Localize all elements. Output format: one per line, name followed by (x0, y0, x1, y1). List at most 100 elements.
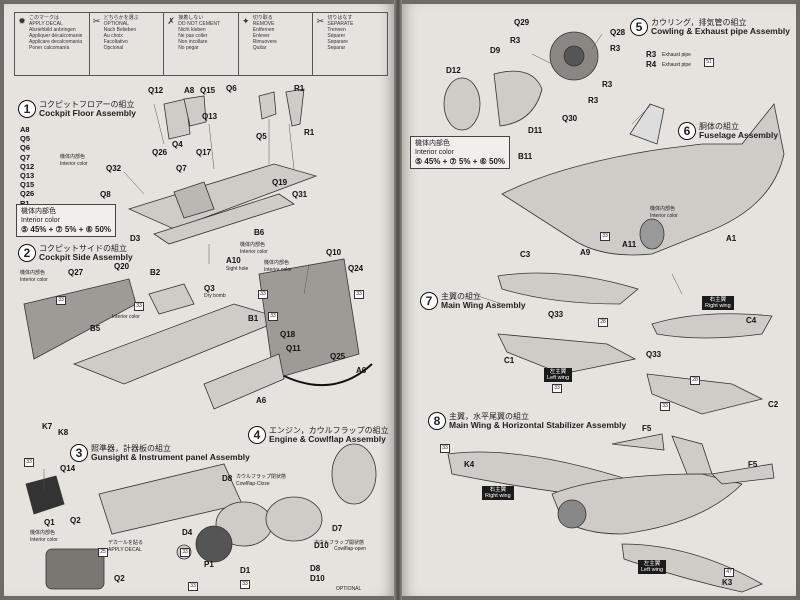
part-label: A9 (580, 248, 591, 257)
step4-header: 4 エンジン，カウルフラップの組立 Engine & Cowlflap Asse… (248, 426, 389, 444)
part-list-item: Q15 (20, 180, 35, 190)
part-label: F5 (748, 460, 758, 469)
part-label: Q15 (200, 86, 216, 95)
legend-optional: ✂ どちらかを選ぶ OPTIONAL Nach Belieben Au choi… (90, 13, 165, 75)
part-label: D7 (332, 524, 343, 533)
left-page: ✹ このマークは APPLY DECAL Abziehbild anbringe… (4, 4, 394, 596)
step-title-jp: コクピットサイドの組立 (39, 244, 127, 253)
paint-ref-28: 28 (690, 376, 700, 385)
paint-jp-note: 機体内部色 (650, 206, 676, 212)
part-label: D3 (130, 234, 141, 243)
part-label: D10 (310, 574, 325, 583)
step-title-jp: 主翼，水平尾翼の組立 (449, 412, 529, 421)
wing-C3 (497, 272, 639, 305)
part-label: D10 (314, 541, 329, 550)
paint-mix: ⑤ 45% + ⑦ 5% + ⑥ 50% (415, 157, 506, 166)
part-list-step1: A8 Q5 Q6 Q7 Q12 Q13 Q15 Q26 R1 (20, 125, 34, 208)
step-title-jp: エンジン，カウルフラップの組立 (269, 426, 389, 435)
step-title-en: Main Wing & Horizontal Stabilizer Assemb… (449, 420, 627, 430)
engine-part (331, 443, 377, 505)
legend-line: Ne pas coller (178, 33, 208, 39)
step7-header: 7 主翼の組立 Main Wing Assembly (420, 292, 526, 310)
part-label: D11 (528, 126, 543, 135)
legend-line: OPTIONAL (103, 21, 129, 27)
legend-line: REMOVE (252, 21, 275, 27)
tag-jp: 左主翼 (549, 369, 567, 375)
part-label: R3 (646, 50, 657, 59)
step2-header: 2 コクピットサイドの組立 Cockpit Side Assembly (18, 244, 133, 262)
left-wing-tag-step8: 左主翼 Left wing (638, 560, 667, 574)
symbol-legend: ✹ このマークは APPLY DECAL Abziehbild anbringe… (14, 12, 388, 76)
part-label: A6 (356, 366, 367, 375)
cockpit-floor-part (127, 163, 318, 230)
step-number: 7 (420, 292, 438, 310)
legend-line: このマークは (29, 15, 60, 21)
paint-jp-note: 機体内部色 (264, 260, 290, 266)
paint-en-note: Interior color (264, 267, 292, 273)
part-label: A8 (184, 86, 195, 95)
part-label: Q1 (44, 518, 55, 527)
exhaust-note: Exhaust pipe (662, 62, 691, 68)
part-label: R3 (510, 36, 521, 45)
paint-ref-33: 33 (552, 384, 562, 393)
paint-ref-33: 33 (56, 296, 66, 305)
part-list-item: Q6 (20, 143, 31, 153)
step1-header: 1 コクピットフロアーの組立 Cockpit Floor Assembly (18, 100, 136, 118)
part-label: R3 (588, 96, 599, 105)
fuselage-assembled (551, 473, 743, 535)
step-title-en: Main Wing Assembly (441, 300, 526, 310)
part-label: Q5 (256, 132, 267, 141)
instrument-panel (45, 548, 105, 590)
right-wing-tag-step8: 右主翼 Right wing (482, 486, 514, 500)
step-title-en: Cockpit Side Assembly (39, 252, 133, 262)
paint-ref-33: 33 (440, 444, 450, 453)
part-label: B5 (90, 324, 101, 333)
legend-line: どちらかを選ぶ (103, 15, 139, 21)
part-label: Q33 (646, 350, 662, 359)
step-title-en: Cowling & Exhaust pipe Assembly (651, 26, 791, 36)
step8-header: 8 主翼，水平尾翼の組立 Main Wing & Horizontal Stab… (428, 412, 626, 430)
part-label: Q25 (330, 352, 346, 361)
part-label: Q18 (280, 330, 296, 339)
step-number: 5 (630, 18, 648, 36)
part-label: Q32 (106, 164, 122, 173)
legend-line: Separar (327, 45, 346, 51)
tag-en: Left wing (641, 567, 664, 573)
tag-en: Right wing (485, 493, 511, 499)
paint-jp-note: 機体内部色 (60, 154, 86, 160)
paint-en-note: Interior color (30, 537, 58, 543)
tag-jp: 右主翼 (489, 487, 507, 493)
paint-en: Interior color (415, 149, 454, 156)
tag-jp: 左主翼 (643, 561, 661, 567)
part-list-item: Q13 (20, 171, 35, 181)
legend-line: Trennen (327, 27, 346, 33)
legend-line: Applicare decalcomania (29, 39, 83, 45)
part-label: K4 (464, 460, 475, 469)
assembly-arrow (283, 363, 373, 387)
paint-en-note: Interior color (112, 314, 140, 320)
part-list-item: Q5 (20, 134, 31, 144)
paint-ref-33: 33 (188, 582, 198, 591)
step-title-jp: 主翼の組立 (441, 292, 481, 301)
dry-bomb-note: Dry bomb (204, 293, 226, 299)
part-label: D9 (490, 46, 501, 55)
part-label: B6 (254, 228, 265, 237)
part-label: D1 (240, 566, 251, 575)
decal-jp-note: デカールを貼る (108, 540, 144, 546)
paint-jp-note: 機体内部色 (30, 530, 56, 536)
paint-ref-51: 51 (704, 58, 714, 67)
paint-jp: 機体内部色 (415, 140, 450, 147)
stabilizer-F5 (611, 433, 665, 451)
part-label: A6 (256, 396, 267, 405)
part-label: C3 (520, 250, 531, 259)
cowlflap-open-en: Cowlflap-open (334, 546, 366, 552)
part-label: Q26 (152, 148, 168, 157)
decal-icon: ✹ (18, 16, 26, 26)
part-label: A11 (622, 240, 637, 249)
paint-ref-33: 33 (240, 580, 250, 589)
part-label: Q24 (348, 264, 364, 273)
legend-line: Entfernen (252, 27, 275, 33)
part-label: K7 (42, 422, 53, 431)
paint-en: Interior color (21, 217, 60, 224)
paint-en-note: Interior color (650, 213, 678, 219)
